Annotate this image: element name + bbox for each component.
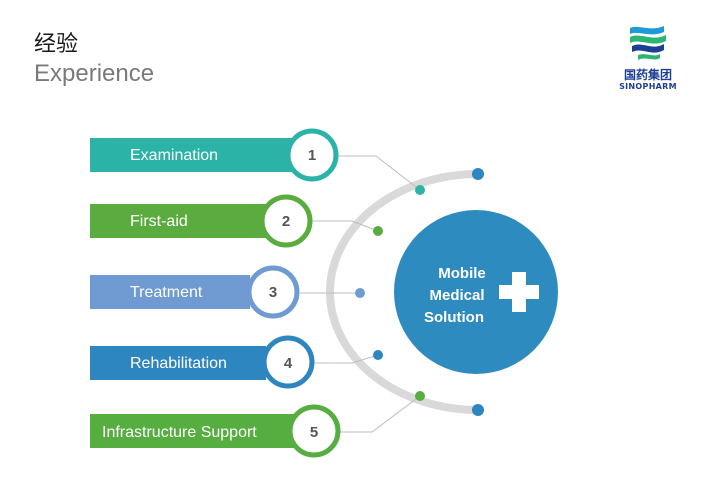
center-circle [394,210,558,374]
item-number-1: 1 [308,147,316,164]
item-number-3: 3 [269,284,277,301]
list-item-4: Rehabilitation 4 [90,335,383,389]
item-label-3: Treatment [130,284,203,301]
connector-dot-2 [373,226,383,236]
sinopharm-logo: 国药集团 SINOPHARM [608,22,688,94]
number-badge-5 [287,404,341,458]
connector-dot-4 [373,350,383,360]
logo-name-en: SINOPHARM [619,82,677,91]
list-item-2: First-aid 2 [90,194,383,248]
number-badge-1 [285,128,339,182]
connector-dot-1 [415,185,425,195]
arc-end-dot-top [472,168,484,180]
arc-end-dot-bottom [472,404,484,416]
connector-line-5 [338,395,421,433]
page-title-en: Experience [34,60,155,87]
item-bar-2 [90,204,282,238]
connector-line-2 [310,220,379,232]
connector-line-4 [312,354,379,364]
sinopharm-wave-icon [630,26,666,60]
item-label-5: Infrastructure Support [102,424,257,441]
item-number-5: 5 [310,424,318,441]
number-badge-3 [246,265,300,319]
connector-dot-5 [415,391,425,401]
item-bar-4 [90,346,266,380]
center-label-line1: Mobile [438,265,486,282]
list-item-3: Treatment 3 [90,265,365,319]
medical-cross-icon [499,272,539,312]
arc-line [326,170,479,414]
connector-line-1 [336,155,421,191]
item-label-2: First-aid [130,213,188,230]
number-badge-4 [261,335,315,389]
list-item-1: Examination 1 [90,128,425,195]
item-label-1: Examination [130,147,218,164]
item-number-2: 2 [282,213,290,230]
number-badge-2 [259,194,313,248]
item-bar-1 [90,138,308,172]
center-label-line3: Solution [424,309,484,326]
connector-dot-3 [355,288,365,298]
item-number-4: 4 [284,355,293,372]
logo-name-cn: 国药集团 [623,68,672,82]
center-label-line2: Medical [429,287,484,304]
page-title-cn: 经验 [34,32,79,57]
item-label-4: Rehabilitation [130,355,227,372]
item-bar-5 [90,414,300,448]
item-bar-3 [90,275,250,309]
list-item-5: Infrastructure Support 5 [90,391,425,458]
